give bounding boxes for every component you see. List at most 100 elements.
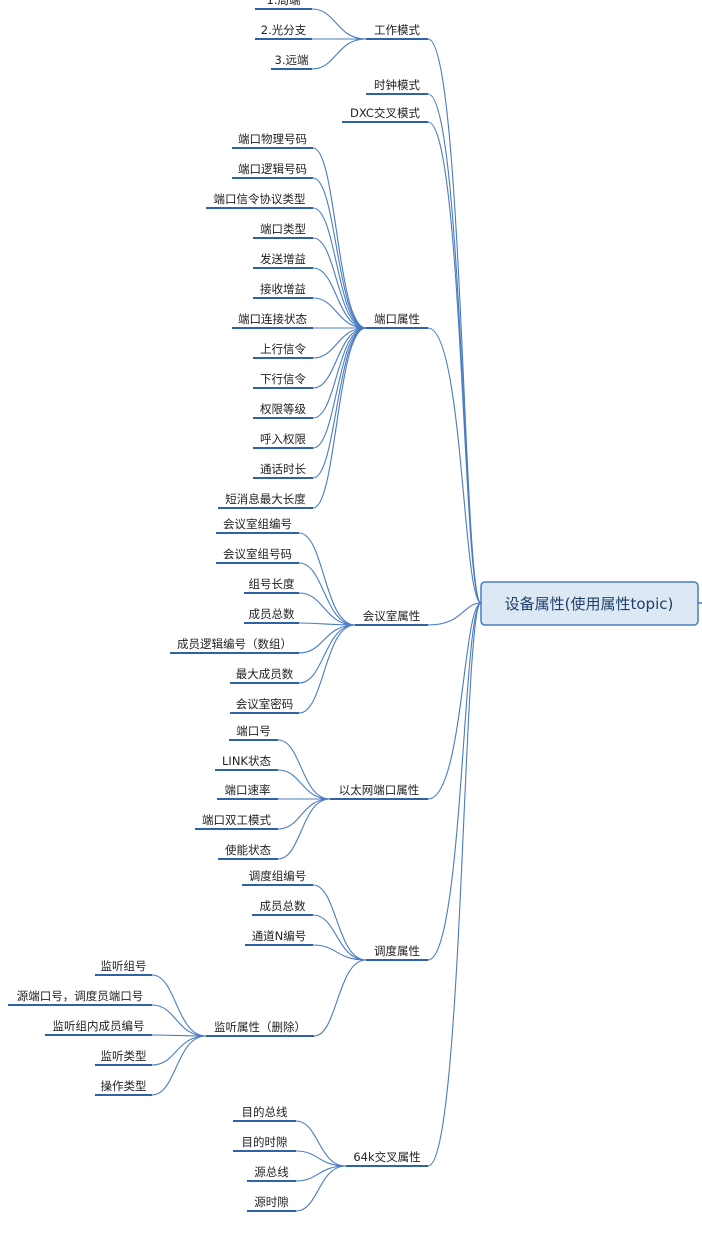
subtopic-eth_attr-0-label: 端口号 bbox=[236, 724, 271, 738]
edge-port_attr-3 bbox=[312, 237, 367, 329]
subtopic-dispatch_attr-1[interactable]: 成员总数 bbox=[252, 899, 313, 916]
topic-eth_attr[interactable]: 以太网端口属性 bbox=[330, 783, 428, 800]
subtopic-eth_attr-0[interactable]: 端口号 bbox=[229, 724, 278, 741]
node-layer: 工作模式1.局端2.光分支3.远端时钟模式DXC交叉模式端口属性端口物理号码端口… bbox=[8, 0, 428, 1212]
edge-monitor-2 bbox=[151, 1034, 207, 1037]
subtopic-port_attr-0[interactable]: 端口物理号码 bbox=[232, 132, 313, 149]
subtopic-work_mode-2[interactable]: 3.远端 bbox=[271, 53, 312, 70]
edge-monitor-0 bbox=[151, 974, 207, 1037]
subtopic-conf_attr-3-label: 成员总数 bbox=[249, 607, 295, 621]
topic-x64k_attr[interactable]: 64k交叉属性 bbox=[346, 1150, 428, 1167]
edge-monitor-1 bbox=[151, 1004, 207, 1037]
topic-dxc_mode[interactable]: DXC交叉模式 bbox=[342, 106, 428, 123]
edge-dispatch_attr-0 bbox=[312, 884, 367, 961]
topic-conf_attr-label: 会议室属性 bbox=[363, 609, 421, 623]
edge-root-eth_attr bbox=[427, 602, 482, 800]
subtopic-conf_attr-0-label: 会议室组编号 bbox=[223, 517, 292, 531]
topic-port_attr[interactable]: 端口属性 bbox=[366, 312, 428, 329]
edge-eth_attr-3 bbox=[277, 798, 331, 830]
subtopic-monitor-2-label: 监听组内成员编号 bbox=[53, 1019, 145, 1033]
subtopic-port_attr-3[interactable]: 端口类型 bbox=[253, 222, 313, 239]
edge-root-dispatch_attr bbox=[427, 602, 482, 961]
subtopic-port_attr-8[interactable]: 下行信令 bbox=[253, 372, 313, 389]
edge-conf_attr-4 bbox=[298, 624, 356, 654]
subtopic-eth_attr-3[interactable]: 端口双工模式 bbox=[195, 813, 278, 830]
subtopic-port_attr-7-label: 上行信令 bbox=[260, 342, 306, 356]
subtopic-conf_attr-1[interactable]: 会议室组号码 bbox=[216, 547, 299, 564]
subtopic-x64k_attr-1[interactable]: 目的时隙 bbox=[233, 1135, 296, 1152]
subtopic-x64k_attr-2[interactable]: 源总线 bbox=[247, 1165, 296, 1182]
edge-port_attr-2 bbox=[312, 207, 367, 329]
subtopic-eth_attr-4-label: 使能状态 bbox=[225, 843, 271, 857]
subtopic-monitor-0-label: 监听组号 bbox=[101, 959, 147, 973]
subtopic-port_attr-9[interactable]: 权限等级 bbox=[253, 402, 313, 419]
subtopic-port_attr-1[interactable]: 端口逻辑号码 bbox=[232, 162, 313, 179]
subtopic-monitor-4[interactable]: 操作类型 bbox=[95, 1079, 152, 1096]
topic-clock_mode[interactable]: 时钟模式 bbox=[366, 78, 428, 95]
subtopic-port_attr-5[interactable]: 接收增益 bbox=[253, 282, 313, 299]
edge-port_attr-11 bbox=[312, 327, 367, 479]
subtopic-eth_attr-1[interactable]: LINK状态 bbox=[215, 754, 278, 771]
topic-work_mode[interactable]: 工作模式 bbox=[366, 23, 428, 40]
subtopic-conf_attr-2[interactable]: 组号长度 bbox=[244, 577, 299, 594]
subtopic-x64k_attr-0-label: 目的总线 bbox=[242, 1105, 288, 1119]
subtopic-monitor-2[interactable]: 监听组内成员编号 bbox=[45, 1019, 152, 1036]
subtopic-port_attr-4-label: 发送增益 bbox=[260, 252, 306, 266]
edge-x64k_attr-2 bbox=[295, 1165, 347, 1182]
subtopic-monitor-3[interactable]: 监听类型 bbox=[95, 1049, 152, 1066]
topic-eth_attr-label: 以太网端口属性 bbox=[339, 783, 420, 797]
subtopic-port_attr-12[interactable]: 短消息最大长度 bbox=[218, 492, 313, 509]
subtopic-dispatch_attr-2-label: 通道N编号 bbox=[252, 929, 307, 943]
subtopic-conf_attr-3[interactable]: 成员总数 bbox=[244, 607, 299, 624]
subtopic-monitor-0[interactable]: 监听组号 bbox=[95, 959, 152, 976]
edge-port_attr-7 bbox=[312, 327, 367, 359]
edge-conf_attr-2 bbox=[298, 592, 356, 626]
subtopic-x64k_attr-3[interactable]: 源时隙 bbox=[247, 1195, 296, 1212]
subtopic-work_mode-0[interactable]: 1.局端 bbox=[255, 0, 312, 10]
subtopic-eth_attr-4[interactable]: 使能状态 bbox=[218, 843, 278, 860]
edge-port_attr-10 bbox=[312, 327, 367, 449]
subtopic-port_attr-7[interactable]: 上行信令 bbox=[253, 342, 313, 359]
subtopic-port_attr-2[interactable]: 端口信令协议类型 bbox=[206, 192, 313, 209]
subtopic-port_attr-11[interactable]: 通话时长 bbox=[253, 462, 313, 479]
subtopic-port_attr-5-label: 接收增益 bbox=[260, 282, 306, 296]
subtopic-port_attr-9-label: 权限等级 bbox=[260, 402, 306, 416]
edge-port_attr-8 bbox=[312, 327, 367, 389]
subtopic-port_attr-4[interactable]: 发送增益 bbox=[253, 252, 313, 269]
root-node[interactable]: 设备属性(使用属性topic) bbox=[480, 581, 702, 626]
edge-conf_attr-0 bbox=[298, 532, 356, 626]
subtopic-conf_attr-1-label: 会议室组号码 bbox=[223, 547, 292, 561]
subtopic-eth_attr-3-label: 端口双工模式 bbox=[202, 813, 271, 827]
subtopic-port_attr-0-label: 端口物理号码 bbox=[238, 132, 307, 146]
subtopic-port_attr-11-label: 通话时长 bbox=[260, 462, 306, 476]
subtopic-port_attr-6[interactable]: 端口连接状态 bbox=[232, 312, 313, 329]
edge-root-work_mode bbox=[427, 38, 482, 604]
subtopic-conf_attr-5[interactable]: 最大成员数 bbox=[230, 667, 299, 684]
edge-root-clock_mode bbox=[427, 93, 482, 604]
subtopic-monitor-1[interactable]: 源端口号，调度员端口号 bbox=[8, 989, 152, 1006]
subtopic-port_attr-10[interactable]: 呼入权限 bbox=[253, 432, 313, 449]
subtopic-dispatch_attr-0[interactable]: 调度组编号 bbox=[242, 869, 313, 886]
subtopic-conf_attr-4[interactable]: 成员逻辑编号（数组） bbox=[170, 637, 299, 654]
edge-root-conf_attr bbox=[427, 602, 482, 626]
topic-clock_mode-label: 时钟模式 bbox=[374, 78, 420, 92]
subtopic-x64k_attr-0[interactable]: 目的总线 bbox=[233, 1105, 296, 1122]
subtopic-x64k_attr-2-label: 源总线 bbox=[254, 1165, 289, 1179]
edge-eth_attr-0 bbox=[277, 739, 331, 800]
subtopic-work_mode-1[interactable]: 2.光分支 bbox=[255, 23, 312, 40]
subtopic-monitor-4-label: 操作类型 bbox=[101, 1079, 147, 1093]
topic-dispatch_attr[interactable]: 调度属性 bbox=[366, 944, 428, 961]
edge-port_attr-12 bbox=[312, 327, 367, 509]
topic-port_attr-label: 端口属性 bbox=[374, 312, 420, 326]
topic-monitor-attr[interactable]: 监听属性（删除） bbox=[206, 1020, 314, 1037]
subtopic-work_mode-2-label: 3.远端 bbox=[275, 53, 309, 67]
edge-root-x64k_attr bbox=[427, 602, 482, 1167]
topic-monitor-attr-label: 监听属性（删除） bbox=[214, 1020, 306, 1034]
subtopic-dispatch_attr-2[interactable]: 通道N编号 bbox=[245, 929, 313, 946]
topic-conf_attr[interactable]: 会议室属性 bbox=[355, 609, 428, 626]
subtopic-eth_attr-2[interactable]: 端口速率 bbox=[217, 783, 278, 800]
edge-eth_attr-1 bbox=[277, 769, 331, 800]
subtopic-conf_attr-6[interactable]: 会议室密码 bbox=[230, 697, 299, 714]
subtopic-conf_attr-0[interactable]: 会议室组编号 bbox=[216, 517, 299, 534]
topic-dispatch_attr-label: 调度属性 bbox=[374, 944, 420, 958]
